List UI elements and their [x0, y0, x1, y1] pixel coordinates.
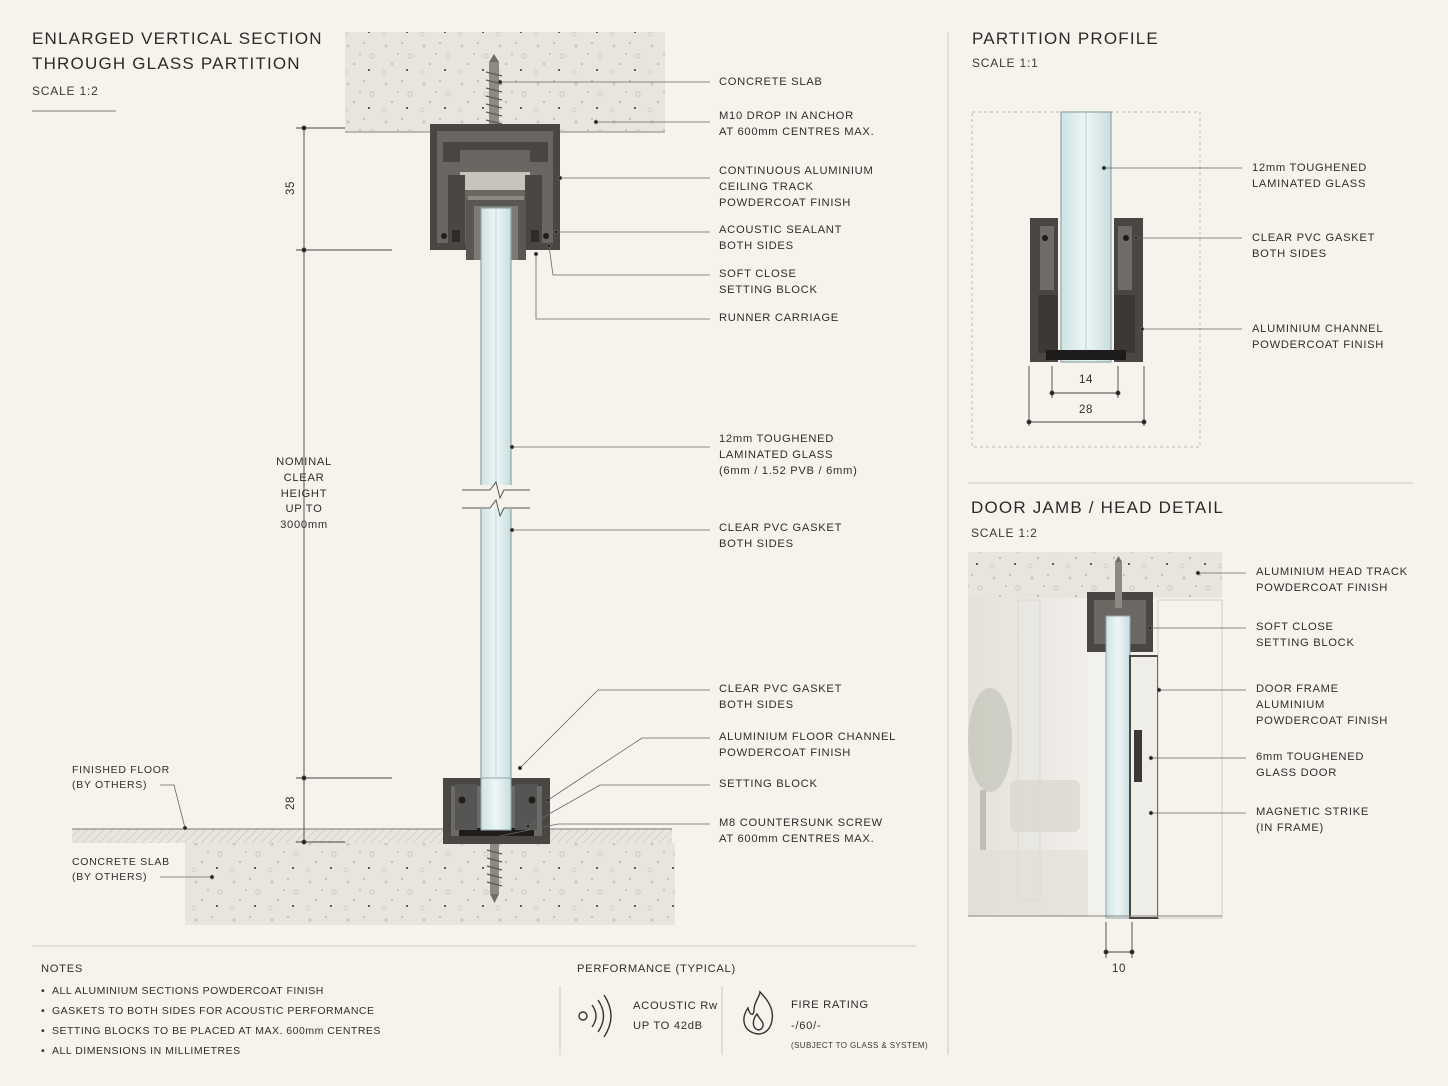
- profile-dim-inner: 14: [1079, 374, 1093, 386]
- main-leader-lines: [160, 79, 710, 880]
- notes-heading: NOTES: [41, 963, 84, 975]
- profile-drawing: [971, 111, 1242, 448]
- floor-slab: [185, 843, 675, 925]
- label-soft-close: SOFT CLOSE SETTING BLOCK: [719, 268, 818, 296]
- panel-separators: [32, 32, 1413, 1055]
- profile-scale: SCALE 1:1: [972, 56, 1039, 70]
- profile-dim-outer: 28: [1079, 404, 1093, 416]
- door-label-soft-close: SOFT CLOSE SETTING BLOCK: [1256, 621, 1355, 649]
- sound-icon: [578, 994, 612, 1038]
- profile-channel: [1030, 218, 1143, 362]
- performance-heading: PERFORMANCE (TYPICAL): [577, 963, 736, 975]
- dim-clear-height: NOMINAL CLEAR HEIGHT UP TO 3000mm: [276, 456, 332, 532]
- label-finished-floor: FINISHED FLOOR (BY OTHERS): [72, 764, 170, 791]
- door-glass: [1105, 615, 1131, 919]
- label-runner-carriage: RUNNER CARRIAGE: [719, 312, 839, 324]
- finished-floor: [72, 829, 672, 843]
- label-setting-block: SETTING BLOCK: [719, 778, 818, 790]
- note-item: • GASKETS TO BOTH SIDES FOR ACOUSTIC PER…: [41, 1005, 375, 1017]
- acoustic-label: ACOUSTIC Rw: [633, 1000, 718, 1012]
- label-gasket-lower: CLEAR PVC GASKET BOTH SIDES: [719, 683, 843, 711]
- label-gasket-upper: CLEAR PVC GASKET BOTH SIDES: [719, 522, 843, 550]
- door-label-frame: DOOR FRAME ALUMINIUM POWDERCOAT FINISH: [1256, 683, 1389, 727]
- door-label-magnetic-strike: MAGNETIC STRIKE (IN FRAME): [1256, 806, 1370, 834]
- fire-value: -/60/-: [791, 1020, 822, 1032]
- main-section-title: ENLARGED VERTICAL SECTION THROUGH GLASS …: [32, 29, 323, 73]
- door-scale: SCALE 1:2: [971, 526, 1038, 540]
- magnetic-strike: [1134, 730, 1142, 782]
- door-title: DOOR JAMB / HEAD DETAIL: [971, 498, 1225, 517]
- fire-label: FIRE RATING: [791, 999, 869, 1011]
- profile-title: PARTITION PROFILE: [972, 29, 1159, 48]
- door-head-slab: [968, 552, 1222, 598]
- door-label-head-track: ALUMINIUM HEAD TRACK POWDERCOAT FINISH: [1256, 566, 1408, 594]
- note-item: • SETTING BLOCKS TO BE PLACED AT MAX. 60…: [41, 1025, 381, 1037]
- label-drop-in-anchor: M10 DROP IN ANCHOR AT 600mm CENTRES MAX.: [719, 110, 875, 138]
- profile-label-channel: ALUMINIUM CHANNEL POWDERCOAT FINISH: [1252, 323, 1385, 351]
- door-drawing: [968, 552, 1246, 958]
- notes-list: • ALL ALUMINIUM SECTIONS POWDERCOAT FINI…: [41, 981, 381, 1061]
- door-frame: [1129, 655, 1159, 919]
- acoustic-value: UP TO 42dB: [633, 1020, 703, 1032]
- note-item: • ALL ALUMINIUM SECTIONS POWDERCOAT FINI…: [41, 985, 324, 997]
- flame-icon: [743, 990, 774, 1035]
- fire-note: (SUBJECT TO GLASS & SYSTEM): [791, 1041, 929, 1050]
- door-dim: 10: [1112, 963, 1126, 975]
- main-section-scale: SCALE 1:2: [32, 84, 99, 98]
- profile-label-gasket: CLEAR PVC GASKET BOTH SIDES: [1252, 232, 1376, 260]
- label-floor-channel: ALUMINIUM FLOOR CHANNEL POWDERCOAT FINIS…: [719, 731, 897, 759]
- countersunk-screw: [486, 844, 503, 903]
- main-dimension-lines: [296, 125, 392, 845]
- label-glass: 12mm TOUGHENED LAMINATED GLASS (6mm / 1.…: [719, 433, 858, 477]
- label-countersunk-screw: M8 COUNTERSUNK SCREW AT 600mm CENTRES MA…: [719, 817, 883, 845]
- label-ceiling-track: CONTINUOUS ALUMINIUM CEILING TRACK POWDE…: [719, 165, 874, 209]
- note-item: • ALL DIMENSIONS IN MILLIMETRES: [41, 1045, 241, 1057]
- profile-label-glass: 12mm TOUGHENED LAMINATED GLASS: [1252, 162, 1368, 190]
- dim-floor: 28: [285, 796, 297, 810]
- main-section-drawing: [32, 32, 710, 925]
- label-acoustic-sealant: ACOUSTIC SEALANT BOTH SIDES: [719, 224, 843, 252]
- door-label-glass: 6mm TOUGHENED GLASS DOOR: [1256, 751, 1365, 779]
- dim-head: 35: [285, 181, 297, 195]
- label-concrete-slab: CONCRETE SLAB: [719, 76, 823, 88]
- label-concrete-slab-below: CONCRETE SLAB (BY OTHERS): [72, 856, 170, 883]
- break-line: [462, 480, 532, 518]
